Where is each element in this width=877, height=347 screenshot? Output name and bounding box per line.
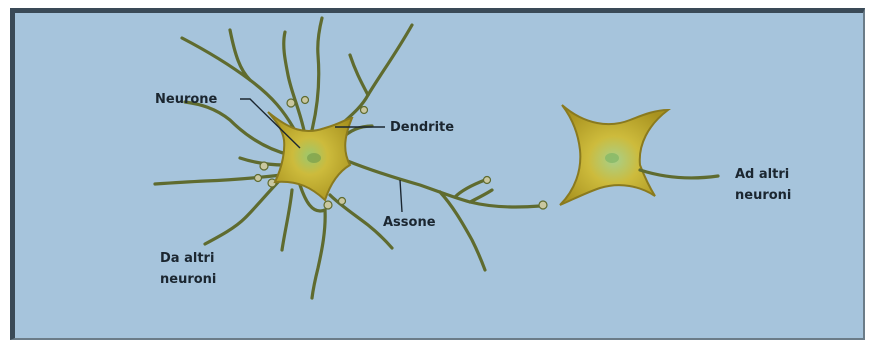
- axon-collateral: [470, 190, 492, 202]
- axon-main: [345, 160, 540, 207]
- dendrite-branch: [330, 25, 412, 135]
- label-from-others-line2: neuroni: [160, 272, 216, 287]
- dendrite-branch: [282, 190, 292, 250]
- second-neuron: [560, 105, 718, 205]
- label-neuron: Neurone: [155, 92, 218, 107]
- label-axon: Assone: [383, 215, 436, 230]
- label-from-others: Da altri neuroni: [160, 251, 216, 287]
- dendrite-branch: [155, 175, 282, 184]
- label-to-others-line2: neuroni: [735, 188, 791, 203]
- dendrite-branch: [205, 178, 282, 244]
- axon: [345, 160, 540, 270]
- neuron-cell-body: [268, 112, 352, 200]
- label-dendrite: Dendrite: [390, 120, 454, 135]
- axon-terminals: [484, 177, 548, 210]
- nucleus: [307, 153, 321, 163]
- label-to-others: Ad altri neuroni: [735, 167, 791, 203]
- label-dendrite-group: Dendrite: [335, 120, 454, 135]
- dendrite-branch: [312, 18, 322, 130]
- axon-collateral: [455, 180, 485, 197]
- dendrite-branch: [350, 55, 368, 95]
- second-neuron-output: [640, 170, 718, 178]
- label-from-others-line1: Da altri: [160, 251, 214, 266]
- dendrite-branch: [185, 102, 290, 155]
- dendrite-branch: [312, 210, 325, 298]
- nucleus: [605, 153, 619, 163]
- label-to-others-line1: Ad altri: [735, 167, 789, 182]
